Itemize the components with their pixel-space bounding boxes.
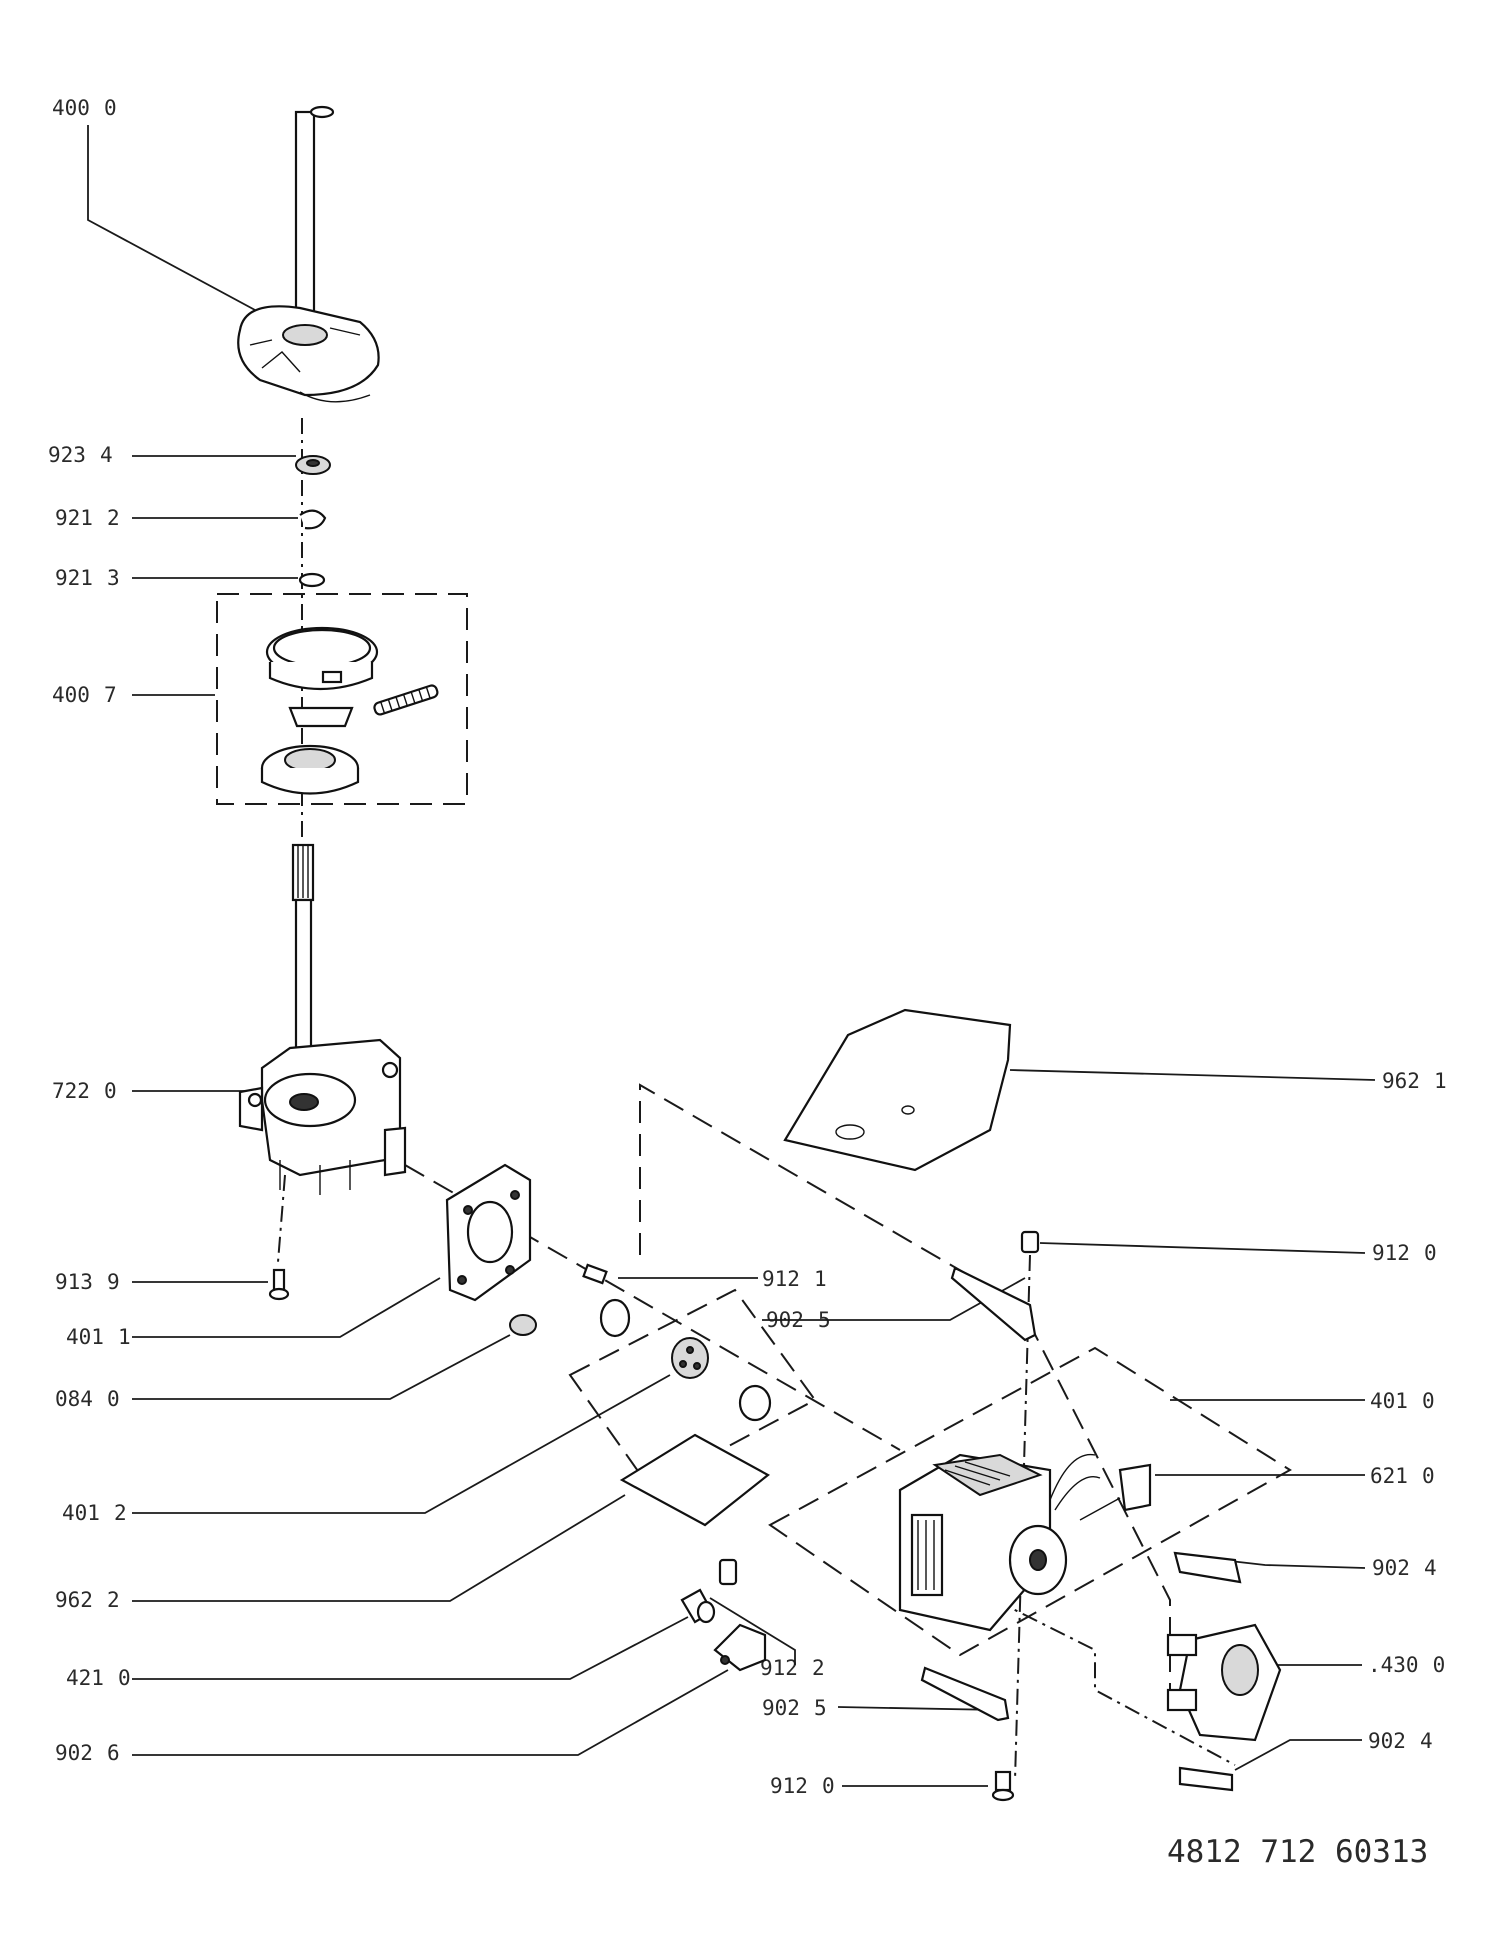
part-621-0-switch: [1049, 1453, 1152, 1521]
leader-lines: [87, 125, 1376, 1787]
part-430-0-pump: [1166, 1623, 1282, 1742]
part-912-1-screw: [582, 1263, 608, 1285]
part-902-5-strap-bottom: [920, 1666, 1010, 1722]
part-923-4-washer: [295, 455, 331, 475]
part-722-0-gearcase: [238, 1038, 407, 1195]
part-400-7-brake-kit: [260, 626, 439, 795]
motor-kit-401-0-box: [768, 1346, 1292, 1657]
part-912-0-screw-top: [1020, 1230, 1040, 1254]
part-421-0-bushing: [680, 1588, 716, 1624]
part-912-0-screw-bottom: [991, 1770, 1015, 1802]
part-400-0-shaft-cam: [237, 105, 380, 403]
part-902-6-clamp: [713, 1623, 767, 1672]
part-921-3-ring: [298, 572, 326, 588]
part-motor: [898, 1453, 1068, 1632]
part-902-5-strap-top: [950, 1266, 1037, 1342]
part-401-1-mount-plate: [445, 1163, 532, 1302]
part-401-2-pad: [619, 1433, 770, 1527]
part-912-2-screw: [718, 1558, 738, 1586]
part-902-4-bracket-top: [1173, 1551, 1242, 1584]
part-902-4-bracket-bottom: [1178, 1766, 1234, 1792]
part-084-0-nut: [509, 1314, 537, 1336]
part-921-2-clip: [299, 509, 327, 530]
part-coupling-set: [599, 1298, 772, 1422]
part-913-9-screw: [268, 1268, 290, 1301]
part-962-1-sheet: [783, 1008, 1012, 1172]
document-number: 4812 712 60313: [1167, 1834, 1428, 1870]
